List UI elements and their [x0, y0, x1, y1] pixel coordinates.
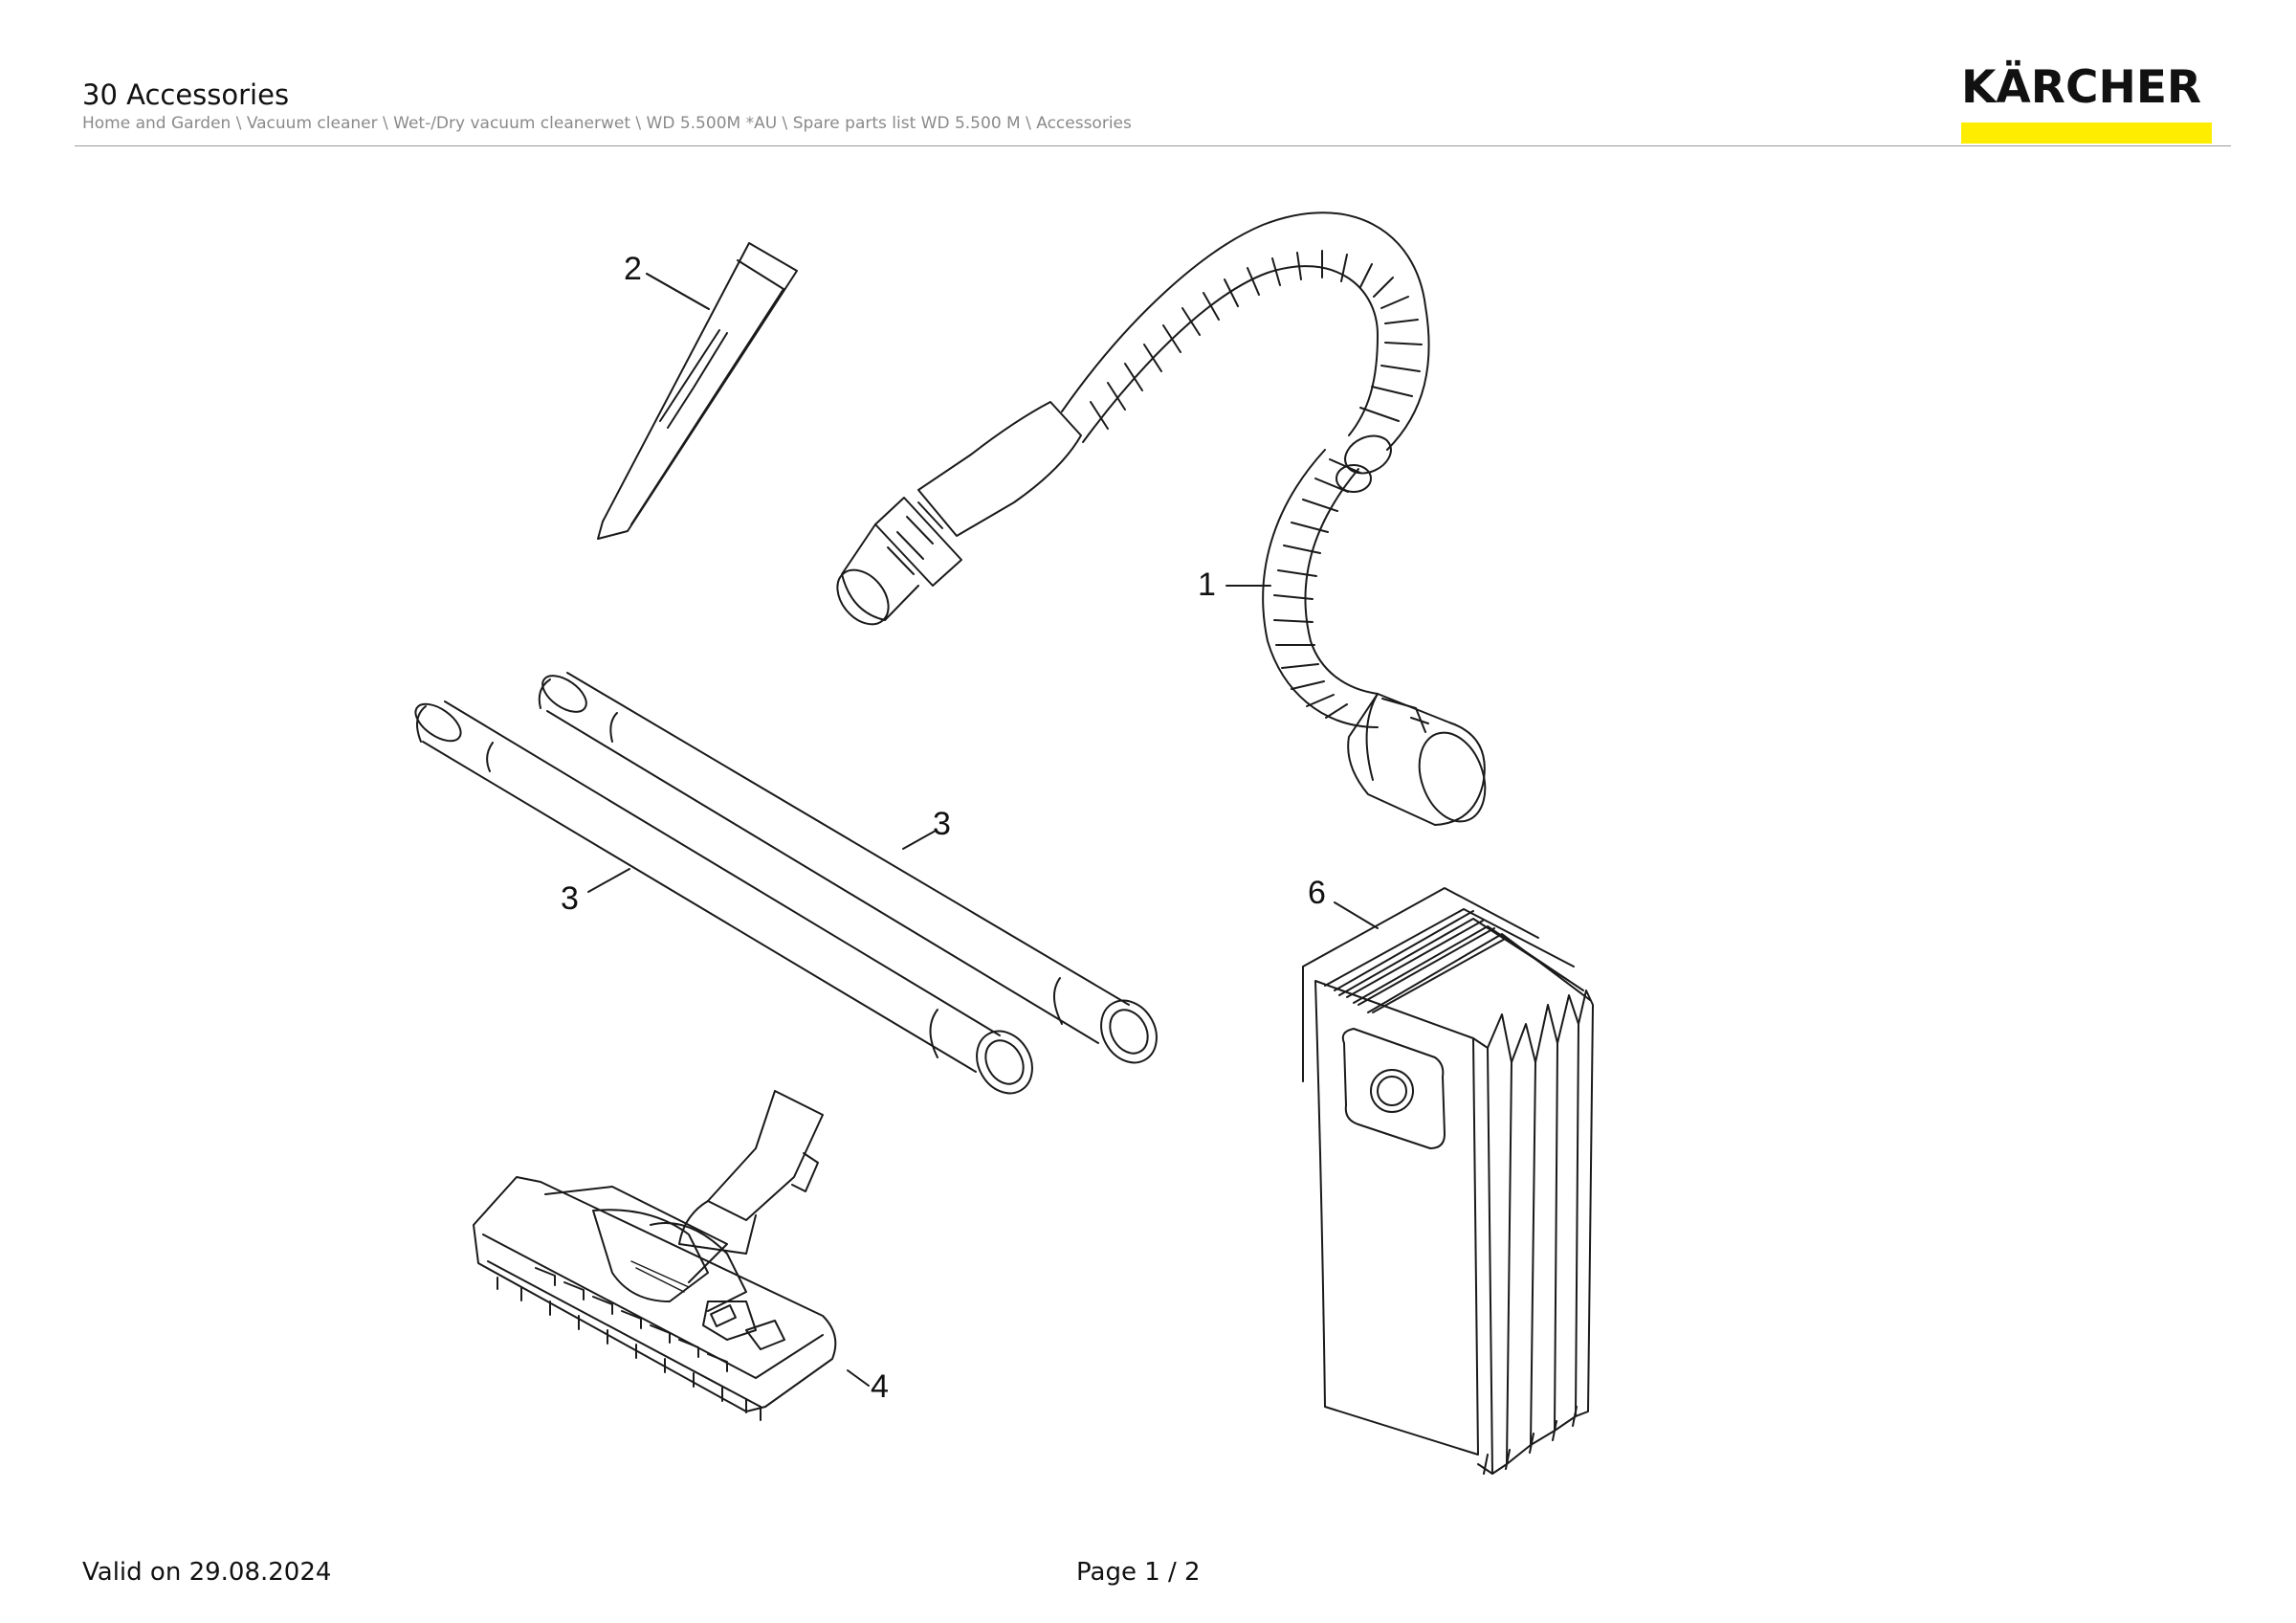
- breadcrumb: Home and Garden \ Vacuum cleaner \ Wet-/…: [82, 114, 1132, 133]
- logo-yellow-bar: [1961, 122, 2212, 144]
- callout-leaders: [587, 273, 1379, 1387]
- extension-tube-lower: [414, 700, 1033, 1095]
- crevice-nozzle: [597, 242, 798, 540]
- page-number: Page 1 / 2: [1076, 1558, 1201, 1587]
- callout-6: 6: [1308, 875, 1326, 911]
- filter-bags: [1302, 887, 1594, 1475]
- page-title: 30 Accessories: [82, 78, 290, 111]
- extension-tube-upper: [538, 672, 1158, 1064]
- callout-4: 4: [871, 1368, 889, 1405]
- callout-1: 1: [1198, 567, 1216, 603]
- callout-3-upper: 3: [933, 806, 951, 842]
- callout-3-lower: 3: [561, 880, 579, 917]
- header-divider: [75, 145, 2231, 146]
- valid-date: Valid on 29.08.2024: [82, 1558, 332, 1587]
- suction-hose: [836, 211, 1487, 826]
- logo-wordmark: KÄRCHER: [1961, 61, 2202, 114]
- karcher-logo: KÄRCHER: [1961, 63, 2212, 144]
- floor-nozzle: [473, 1090, 837, 1421]
- callout-2: 2: [624, 251, 642, 287]
